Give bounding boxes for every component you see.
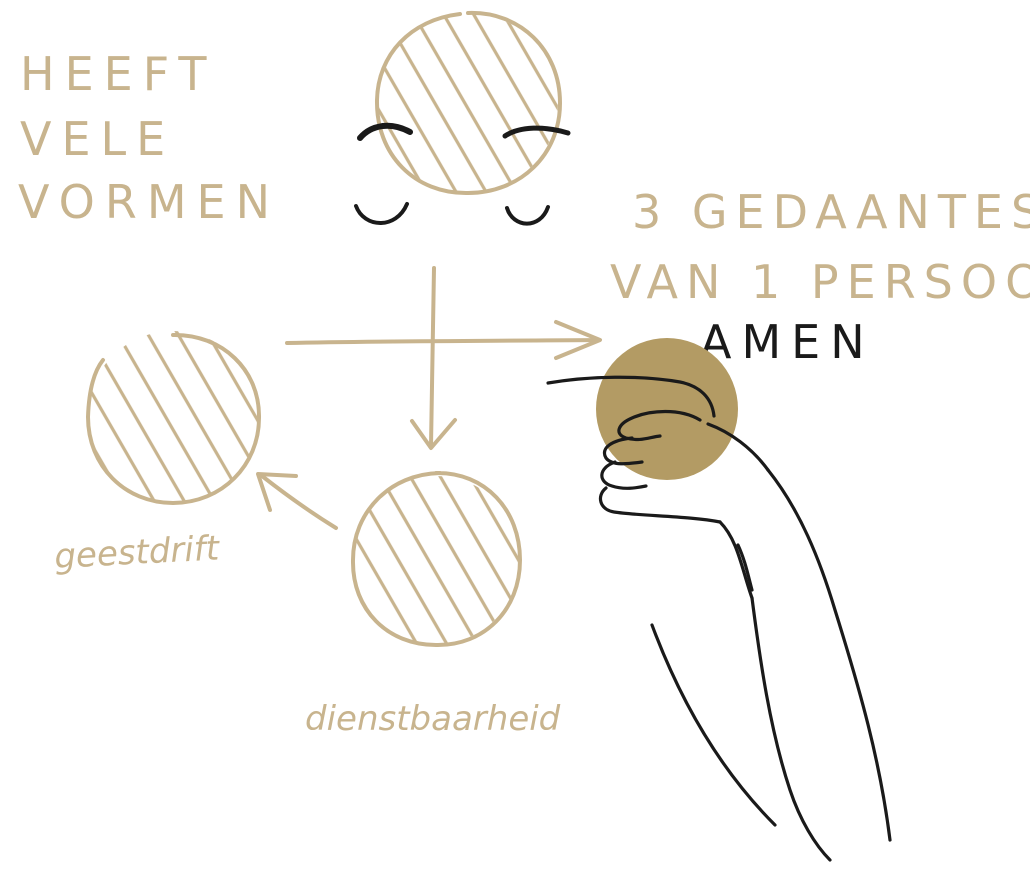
label-geestdrift: geestdrift [53, 528, 221, 577]
down-arrow-icon [431, 268, 434, 446]
right-line-1: 3 GEDAANTES [632, 185, 1030, 239]
heading-line-3: VORMEN [18, 175, 280, 229]
right-line-2: VAN 1 PERSOON [610, 255, 1030, 309]
heading-line-2: VELE [20, 112, 175, 166]
heading-gedaantes: 3 GEDAANTES VAN 1 PERSOON [610, 185, 1030, 309]
heading-heeft-vele-vormen: HEEFT VELE VORMEN [18, 47, 280, 229]
hatched-circle-bottom-icon [350, 473, 525, 650]
heading-line-1: HEEFT [20, 47, 216, 101]
right-arrow-icon [287, 340, 598, 343]
up-left-arrow-icon [262, 476, 336, 528]
left-eye-icon [356, 204, 407, 223]
hatched-circle-top-icon [370, 5, 570, 205]
hatched-circle-left-icon [85, 330, 265, 510]
gold-orb-icon [596, 338, 738, 480]
amen-text: AMEN [700, 315, 875, 369]
label-dienstbaarheid: dienstbaarheid [305, 699, 561, 739]
right-eye-icon [507, 207, 548, 224]
